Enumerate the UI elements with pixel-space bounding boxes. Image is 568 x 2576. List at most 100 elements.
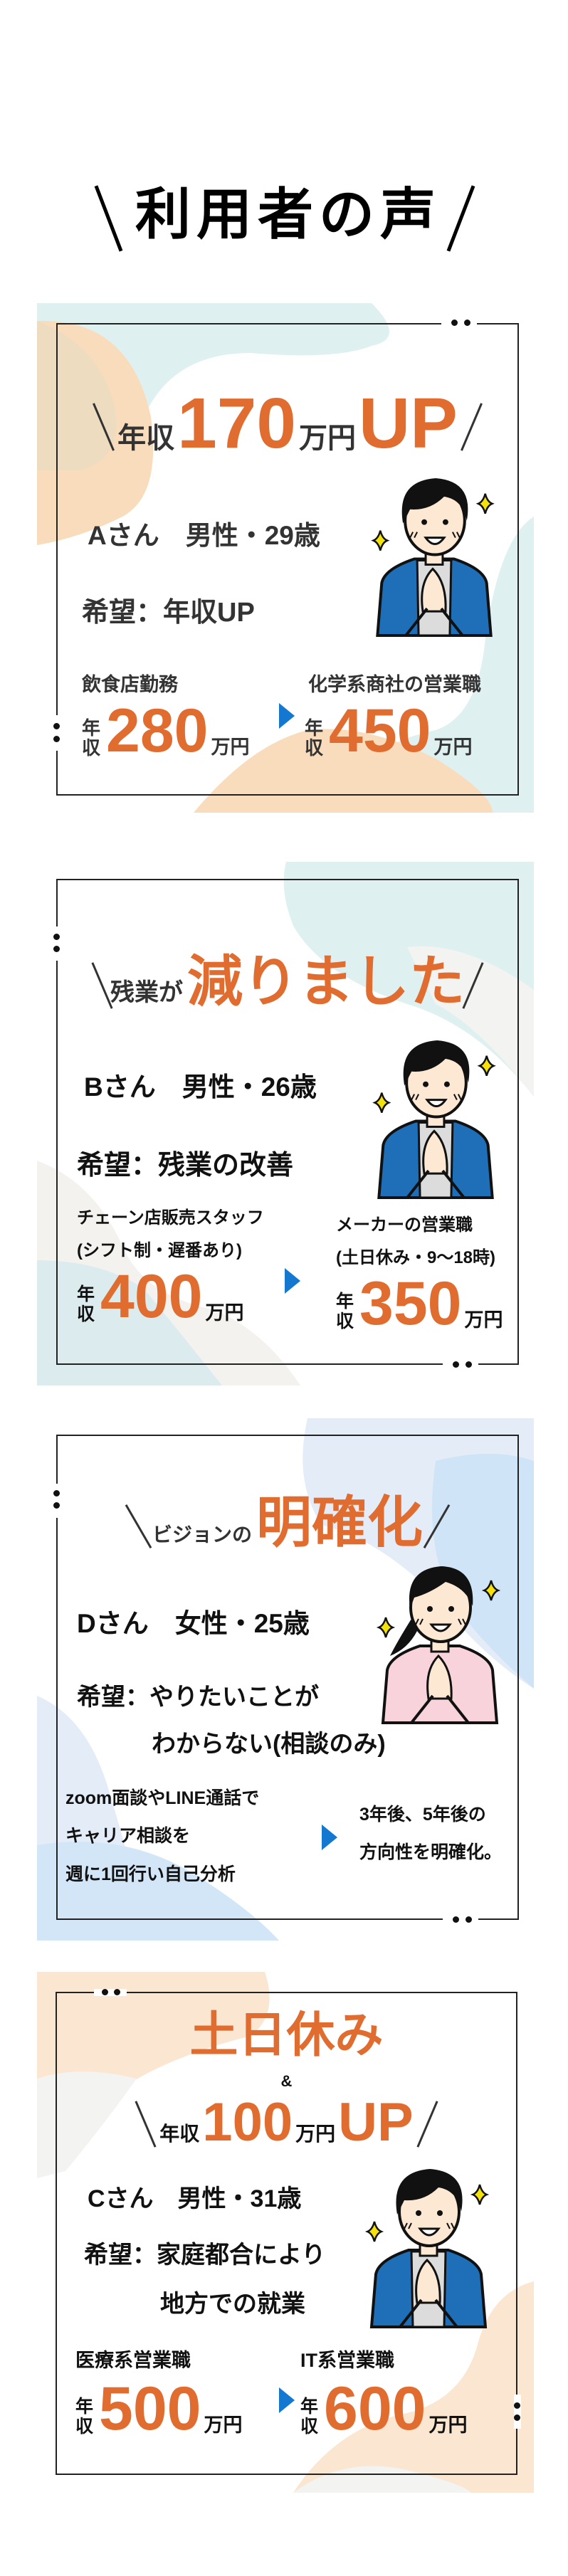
woman-figure [376, 1566, 501, 1724]
sparkle-icon [470, 2184, 490, 2205]
cheek-marks [409, 532, 461, 539]
after-salary-unit: 万円 [433, 737, 473, 758]
after-salary-amount: 350 [359, 1269, 462, 1338]
frame-dot [453, 1361, 459, 1368]
before-job-detail: (シフト制・遅番あり) [77, 1241, 242, 1260]
before-salary-amount: 500 [99, 2375, 201, 2443]
after-line-2: 方向性を明確化。 [359, 1842, 503, 1862]
before-salary-amount: 280 [106, 697, 209, 765]
title-slash-right [446, 185, 475, 252]
man-illustration [372, 1032, 500, 1199]
title-slash-left [94, 185, 123, 252]
ponytail [390, 1619, 417, 1656]
wish-text: 希望：残業の改善 [77, 1151, 294, 1181]
before-salary: 年収 400 万円 [77, 1266, 244, 1327]
before-salary: 年収 280 万円 [82, 700, 250, 761]
after-salary: 年収 350 万円 [336, 1273, 503, 1334]
sparkle-icon [475, 493, 495, 514]
mouth [424, 537, 446, 546]
headline-amount: 170 [177, 384, 296, 463]
headline-slash-right [460, 403, 483, 451]
headline-amount: 100 [202, 2092, 293, 2153]
before-job: 飲食店勤務 [82, 674, 178, 695]
before-salary: 年収 500 万円 [75, 2378, 243, 2439]
frame-dot [53, 723, 60, 729]
headline-suffix: UP [338, 2092, 414, 2153]
sparkle-icon [477, 1055, 496, 1077]
sparkle-icon [481, 1580, 501, 1601]
before-salary-label: 年収 [82, 717, 101, 759]
mouth [418, 2227, 441, 2237]
profile-text: Aさん 男性・29歳 [88, 521, 320, 550]
after-salary-label: 年収 [300, 2397, 319, 2437]
hair [403, 1040, 470, 1086]
profile-text: Cさん 男性・31歳 [88, 2185, 302, 2212]
hair [409, 1566, 473, 1609]
headline-main: 明確化 [256, 1491, 424, 1553]
headline-amp-row: & [56, 2074, 517, 2091]
headline: 年収 100 万円 UP [56, 2096, 517, 2153]
before-salary-label: 年収 [77, 1284, 95, 1324]
frame-dot [114, 1989, 120, 1995]
card-background-blobs [37, 303, 534, 813]
arrow-right-icon [279, 703, 295, 729]
after-job: 化学系商社の営業職 [308, 674, 481, 695]
before-line-2: キャリア相談を [65, 1826, 191, 1846]
eye [427, 1606, 433, 1612]
arrow-right-icon [285, 1268, 300, 1294]
frame-dot [53, 736, 60, 742]
headline-prefix: ビジョンの [152, 1524, 252, 1546]
headline-suffix: UP [358, 384, 458, 463]
man-illustration [370, 470, 498, 637]
eye [448, 1606, 454, 1612]
after-salary-label: 年収 [336, 1292, 354, 1331]
section-title: 利用者の声 [135, 183, 442, 246]
man-figure [371, 477, 495, 637]
card-frame [56, 323, 519, 796]
after-job-detail: (土日休み・9〜18時) [336, 1248, 496, 1267]
frame-dot [53, 1502, 60, 1509]
cheek-marks [415, 1618, 466, 1625]
before-salary-unit: 万円 [211, 737, 250, 758]
headline-slash-left [93, 403, 115, 451]
profile-text: Bさん 男性・26歳 [84, 1072, 317, 1102]
cheek-marks [404, 2222, 455, 2229]
wish-text-continued: 地方での就業 [160, 2291, 305, 2318]
frame-dot [464, 320, 470, 326]
arms [399, 2298, 458, 2328]
card-background-blobs [37, 1418, 534, 1941]
frame-dot [514, 2414, 520, 2421]
frame-dot [453, 1916, 459, 1923]
before-job: 医療系営業職 [75, 2350, 191, 2371]
frame-dot [53, 946, 60, 952]
eye [437, 2210, 443, 2216]
headline: 年収 170 万円 UP [56, 388, 519, 466]
frame-dot [53, 1490, 60, 1496]
headline-unit: 万円 [295, 2123, 336, 2145]
headline-slash-right [423, 1504, 451, 1549]
sparkle-icon [371, 530, 390, 551]
wish-text-continued: わからない(相談のみ) [152, 1731, 386, 1758]
man-illustration [364, 2160, 493, 2329]
after-salary-unit: 万円 [428, 2414, 468, 2436]
hands [421, 567, 447, 613]
frame-dot [451, 320, 458, 326]
sparkle-icon [376, 1617, 396, 1638]
before-line-1: zoom面談やLINE通話で [65, 1788, 260, 1808]
eye [423, 1081, 429, 1087]
frame-dot [53, 934, 60, 940]
man-figure [364, 2169, 490, 2328]
headline-slash-left [135, 2101, 157, 2148]
before-salary-label: 年収 [75, 2397, 94, 2437]
arms [406, 1169, 466, 1199]
frame-dot [514, 2402, 520, 2409]
headline: 残業が 減りました [56, 954, 519, 1018]
after-job: IT系営業職 [300, 2350, 394, 2371]
profile-text: Dさん 女性・25歳 [77, 1609, 310, 1638]
hands [422, 1129, 448, 1175]
after-job: メーカーの営業職 [336, 1215, 473, 1235]
after-salary: 年収 600 万円 [300, 2378, 468, 2439]
eye [443, 1081, 450, 1087]
before-line-3: 週に1回行い自己分析 [65, 1864, 236, 1884]
mouth [425, 1099, 448, 1108]
